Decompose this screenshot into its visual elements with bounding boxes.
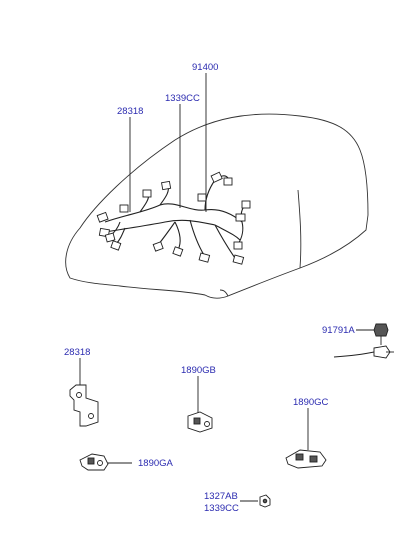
part-label-91791a: 91791A xyxy=(322,325,355,336)
vehicle-body-outline xyxy=(65,113,369,299)
wiring-harness xyxy=(96,171,251,265)
harness-leader-lines xyxy=(129,73,207,212)
bracket-28318 xyxy=(69,358,99,427)
clip-1890gc xyxy=(285,408,327,469)
part-label-1339cc-bottom: 1339CC xyxy=(204,503,239,514)
nut-1327ab xyxy=(240,494,271,508)
part-label-1339cc: 1339CC xyxy=(165,93,200,104)
clip-1890ga xyxy=(79,453,132,471)
part-label-1890ga: 1890GA xyxy=(138,458,174,469)
ground-bolt-91791a xyxy=(333,323,394,359)
part-label-91400: 91400 xyxy=(192,62,218,73)
clip-1890gb xyxy=(187,376,213,433)
part-label-1890gc: 1890GC xyxy=(293,397,329,408)
part-label-28318-bracket: 28318 xyxy=(64,347,90,358)
part-label-28318: 28318 xyxy=(117,106,143,117)
part-label-1327ab: 1327AB xyxy=(204,491,238,502)
part-label-1890gb: 1890GB xyxy=(181,365,216,376)
